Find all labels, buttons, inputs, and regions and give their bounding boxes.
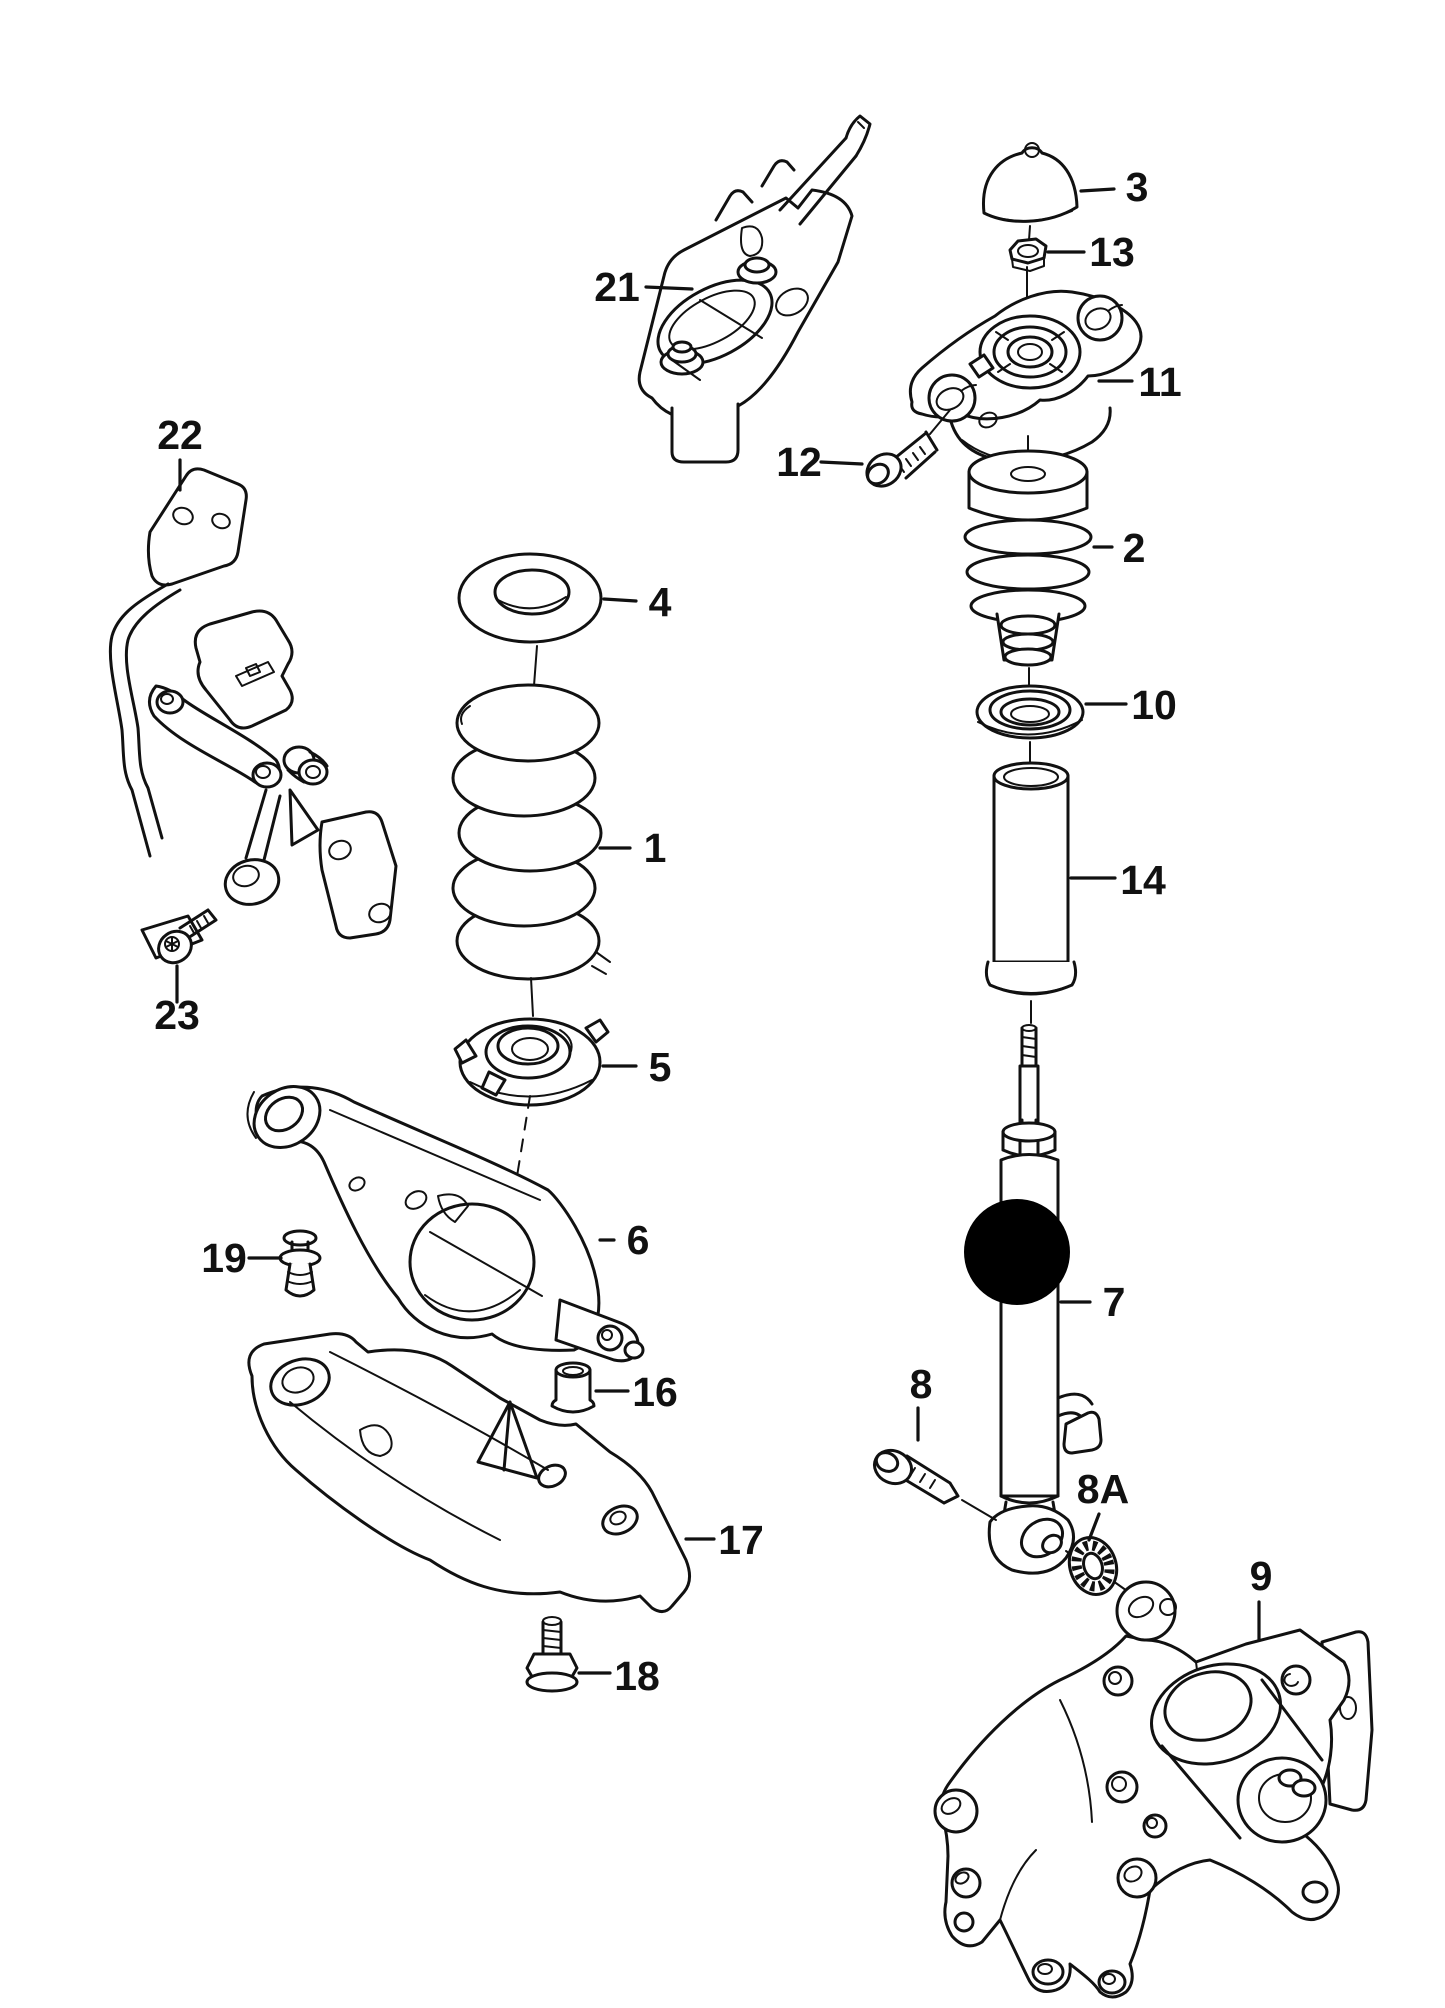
callout-8: 8 xyxy=(910,1361,933,1407)
callout-8a: 8A xyxy=(1077,1466,1129,1512)
callout-5: 5 xyxy=(649,1044,672,1090)
strut-mount xyxy=(908,289,1143,463)
callout-labels: 1 2 3 4 5 6 7 8 8A 9 10 11 12 13 14 16 1… xyxy=(154,164,1272,1699)
callout-3: 3 xyxy=(1126,164,1149,210)
callout-leaders xyxy=(175,187,1261,1675)
spring-seat-lower xyxy=(453,1017,610,1233)
cap xyxy=(981,142,1079,223)
bolt-shock-lower xyxy=(873,1448,997,1521)
cover-plate xyxy=(247,1332,691,1613)
sensor-bracket xyxy=(108,467,398,960)
torx-screw xyxy=(157,908,218,965)
callout-19: 19 xyxy=(201,1235,247,1281)
callout-6: 6 xyxy=(627,1217,650,1263)
callout-23: 23 xyxy=(154,992,200,1038)
bracket-upper xyxy=(637,114,872,464)
callout-12: 12 xyxy=(776,439,822,485)
leader-4 xyxy=(602,597,638,603)
protective-tube xyxy=(984,761,1078,996)
callout-16: 16 xyxy=(632,1369,678,1415)
nut xyxy=(1008,237,1048,272)
bushing-sleeve xyxy=(550,1361,596,1414)
leader-8a xyxy=(1087,1512,1101,1542)
spring-seat-upper xyxy=(975,684,1085,740)
leader-3 xyxy=(1079,187,1116,193)
callout-18: 18 xyxy=(614,1653,660,1699)
knuckle xyxy=(933,1580,1374,1999)
shock-absorber xyxy=(964,1118,1103,1575)
callout-4: 4 xyxy=(649,579,672,625)
callout-17: 17 xyxy=(718,1517,764,1563)
callout-1: 1 xyxy=(644,825,667,871)
leader-12 xyxy=(819,460,864,466)
callout-9: 9 xyxy=(1250,1553,1273,1599)
callout-14: 14 xyxy=(1120,857,1166,903)
bump-stop xyxy=(963,449,1093,667)
leader-21 xyxy=(644,285,694,291)
callout-21: 21 xyxy=(594,264,640,310)
callout-11: 11 xyxy=(1138,359,1181,405)
callout-7: 7 xyxy=(1103,1279,1126,1325)
callout-2: 2 xyxy=(1123,525,1146,571)
bolt-mount xyxy=(865,409,951,488)
clip xyxy=(278,1229,322,1298)
callout-10: 10 xyxy=(1131,682,1177,728)
highlight-dot xyxy=(964,1199,1070,1305)
bolt-cover xyxy=(525,1616,579,1693)
callout-22: 22 xyxy=(157,412,203,458)
callout-13: 13 xyxy=(1089,229,1135,275)
coil-spring xyxy=(451,683,611,1017)
control-arm xyxy=(246,1085,645,1363)
spring-pad-upper xyxy=(457,552,603,713)
